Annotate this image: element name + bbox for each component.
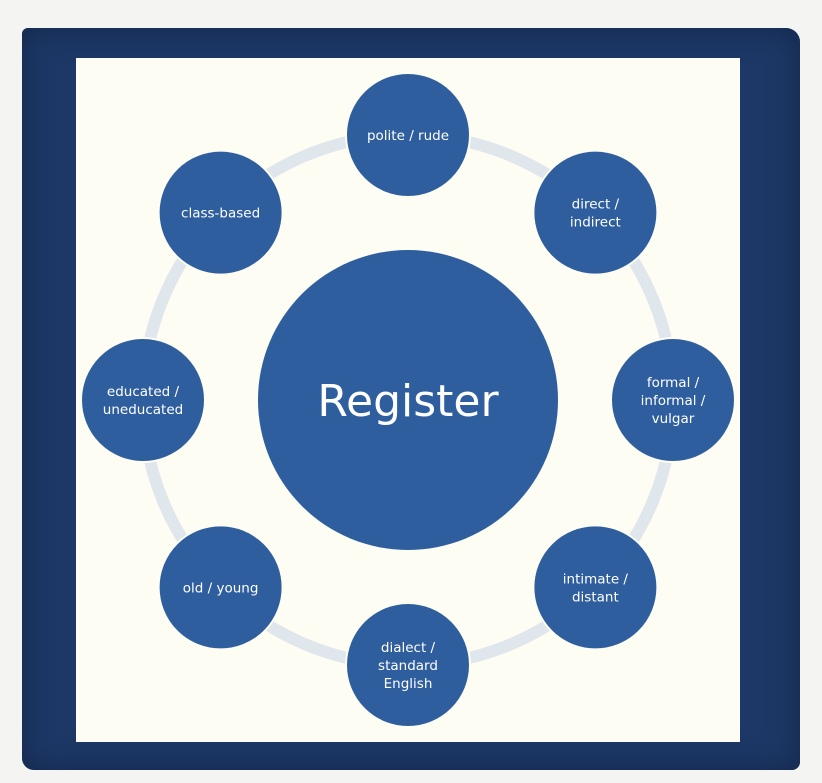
node-label: old / young <box>183 580 259 596</box>
node-label: intimate / <box>563 571 629 587</box>
node-label: educated / <box>107 384 180 400</box>
node-circle <box>532 149 659 276</box>
node-label: uneducated <box>103 402 183 418</box>
node-2: formal / informal / vulgar <box>610 337 736 463</box>
center-node: Register <box>258 250 558 550</box>
node-label: English <box>384 676 433 692</box>
node-6: educated / uneducated <box>80 337 206 463</box>
node-circle <box>345 72 471 198</box>
node-label: direct / <box>572 197 620 213</box>
node-label: dialect / <box>381 640 436 656</box>
node-circle <box>345 602 471 728</box>
node-label: informal / <box>641 393 706 409</box>
node-label: formal / <box>647 375 700 391</box>
node-circle <box>80 337 206 463</box>
node-label: vulgar <box>652 411 695 427</box>
center-label: Register <box>317 376 499 427</box>
node-label: polite / rude <box>367 128 449 144</box>
node-circle <box>610 337 736 463</box>
node-circle <box>157 149 284 276</box>
node-7: class-based <box>157 149 284 276</box>
node-3: intimate / distant <box>532 524 659 651</box>
node-label: standard <box>378 658 438 674</box>
node-5: old / young <box>157 524 284 651</box>
node-0: polite / rude <box>345 72 471 198</box>
node-1: direct / indirect <box>532 149 659 276</box>
node-label: class-based <box>181 206 260 222</box>
node-circle <box>532 524 659 651</box>
node-circle <box>157 524 284 651</box>
node-label: distant <box>572 589 619 605</box>
node-label: indirect <box>570 215 621 231</box>
